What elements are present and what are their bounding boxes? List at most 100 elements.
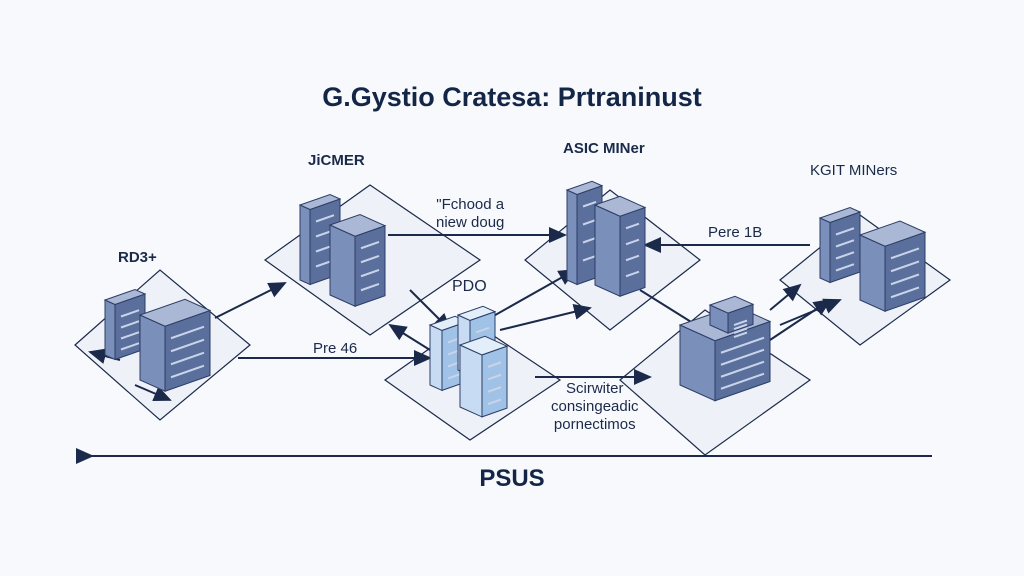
- server-kgit-left: [818, 206, 862, 284]
- edge-label-line: niew doug: [436, 214, 505, 231]
- server-rack-slot: [720, 336, 765, 354]
- edge-label-line: Scirwiter: [566, 380, 624, 397]
- server-rack-slot: [487, 373, 502, 381]
- server-rack-slot: [625, 254, 640, 262]
- server-rd3-right: [138, 298, 212, 393]
- server-side-face: [299, 204, 311, 286]
- server-side-face: [566, 189, 578, 286]
- server-rack-slot: [360, 269, 380, 278]
- server-rd3-left: [103, 288, 147, 361]
- edge-label-line: "Fchood a: [436, 196, 505, 213]
- server-rack-slot: [890, 286, 920, 299]
- server-side-face: [104, 299, 116, 361]
- connection-arrow: [388, 323, 431, 351]
- server-rack-slot: [487, 361, 502, 368]
- server-rack-slot: [733, 323, 748, 331]
- edge-label-scirwiter: Scirwiter consingeadic pornectimos: [551, 380, 639, 434]
- server-rack-slot: [720, 360, 765, 378]
- server-rack-slot: [487, 398, 502, 406]
- connection-arrow: [769, 283, 802, 311]
- server-rack-slot: [120, 331, 140, 340]
- node-label-kgit: KGIT MINers: [810, 162, 898, 179]
- server-rack-slot: [835, 227, 855, 236]
- server-top-face: [708, 295, 755, 314]
- server-top-face: [103, 288, 147, 306]
- server-top-face: [458, 335, 509, 356]
- server-rack-slot: [582, 255, 597, 262]
- server-top-face: [456, 305, 497, 321]
- server-rack-slot: [835, 263, 855, 272]
- server-top-face: [818, 206, 862, 224]
- server-rack-slot: [733, 327, 748, 335]
- server-kgit-right: [858, 220, 927, 313]
- server-rack-slot: [625, 222, 640, 230]
- server-side-face: [429, 324, 443, 392]
- server-rack-slot: [582, 219, 597, 226]
- connection-arrow: [769, 298, 832, 341]
- server-rack-slot: [625, 238, 640, 246]
- connection-arrow: [779, 298, 842, 326]
- server-rack-slot: [890, 273, 920, 286]
- server-top-face: [298, 193, 342, 211]
- edge-label-fchood: "Fchood a niew doug: [436, 196, 504, 232]
- node-label-jicmer: JiCMER: [308, 152, 365, 169]
- server-hub-top: [708, 295, 755, 339]
- server-rack-slot: [360, 255, 380, 264]
- edge-label-line: consingeadic: [551, 398, 639, 415]
- server-rack-slot: [360, 241, 380, 250]
- server-rack-slot: [720, 372, 765, 390]
- server-rack-slot: [582, 201, 597, 208]
- server-rack-slot: [120, 342, 140, 351]
- connection-arrow: [499, 304, 592, 331]
- server-top-face: [858, 220, 927, 247]
- server-rack-slot: [487, 386, 502, 393]
- server-rack-slot: [475, 326, 490, 334]
- server-rack-slot: [315, 214, 335, 223]
- server-rack-slot: [170, 338, 205, 353]
- server-rack-slot: [170, 325, 205, 340]
- connection-arrow: [214, 282, 287, 319]
- edge-label-line: pornectimos: [553, 416, 636, 433]
- server-rack-slot: [720, 348, 765, 366]
- server-top-face: [328, 213, 387, 237]
- server-rack-slot: [733, 319, 748, 327]
- server-rack-slot: [447, 372, 462, 380]
- server-rack-slot: [120, 309, 140, 318]
- server-front-face: [481, 345, 508, 418]
- server-rack-slot: [170, 364, 205, 379]
- server-top-face: [138, 298, 212, 327]
- footer-psus-label: PSUS: [479, 465, 545, 492]
- server-front-face: [619, 206, 646, 297]
- connection-arrow: [489, 269, 577, 319]
- server-top-face: [565, 180, 604, 196]
- server-top-face: [593, 195, 647, 217]
- server-front-face: [829, 211, 861, 284]
- server-side-face: [329, 224, 356, 308]
- node-label-asic: ASIC MINer: [563, 140, 645, 157]
- server-side-face: [139, 314, 166, 393]
- connection-arrow: [134, 384, 172, 402]
- edge-label-pere: Pere 1B: [708, 224, 763, 241]
- server-asic-right: [593, 195, 647, 298]
- server-rack-slot: [890, 247, 920, 260]
- server-side-face: [859, 234, 886, 313]
- server-pdo-front: [458, 335, 509, 418]
- server-jicmer-right: [328, 213, 387, 308]
- server-rack-slot: [733, 331, 748, 339]
- server-side-face: [594, 204, 621, 298]
- node-label-pdo: PDO: [452, 278, 487, 295]
- server-rack-slot: [890, 260, 920, 273]
- server-rack-slot: [582, 237, 597, 244]
- server-rack-slot: [170, 351, 205, 366]
- server-front-face: [354, 225, 386, 307]
- edge-label-pre46: Pre 46: [313, 340, 358, 357]
- server-rack-slot: [625, 270, 640, 278]
- server-rack-slot: [360, 283, 380, 292]
- server-side-face: [819, 217, 831, 284]
- server-rack-slot: [835, 251, 855, 260]
- server-rack-slot: [120, 320, 140, 329]
- node-label-rd3: RD3+: [118, 249, 157, 266]
- server-side-face: [459, 344, 483, 418]
- server-rack-slot: [835, 239, 855, 248]
